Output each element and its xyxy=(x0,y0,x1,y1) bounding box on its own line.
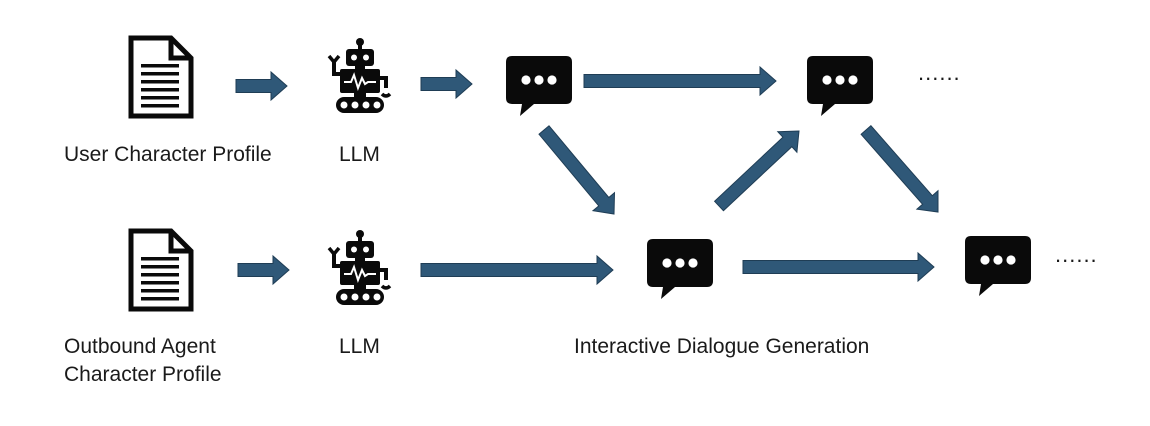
arrows-group xyxy=(235,65,939,286)
robot-icon xyxy=(327,228,392,307)
flow-arrow xyxy=(742,251,935,283)
flow-arrow xyxy=(713,130,800,212)
agent-profile-label-line1: Outbound Agent xyxy=(64,335,216,358)
flow-arrow xyxy=(538,125,616,215)
document-icon xyxy=(131,38,191,116)
flow-arrow xyxy=(420,254,614,286)
llm-bottom-label: LLM xyxy=(339,335,380,358)
ellipsis-bottom: ...... xyxy=(1055,242,1098,267)
robot-icon xyxy=(327,36,392,115)
flow-arrow xyxy=(583,65,777,97)
document-icon xyxy=(131,231,191,309)
agent-profile-label-line2: Character Profile xyxy=(64,363,222,386)
speech-bubble-icon xyxy=(647,239,713,299)
flow-arrow xyxy=(237,254,290,286)
flow-arrow xyxy=(860,124,939,213)
speech-bubble-icon xyxy=(807,56,873,116)
flow-arrow xyxy=(235,70,288,102)
agent-profile-label: Outbound Agent Character Profile xyxy=(64,333,222,389)
ellipsis-top: ...... xyxy=(918,60,961,85)
user-profile-label: User Character Profile xyxy=(64,143,272,166)
flow-arrow xyxy=(420,68,473,100)
speech-bubble-icon xyxy=(506,56,572,116)
llm-top-label: LLM xyxy=(339,143,380,166)
speech-bubble-icon xyxy=(965,236,1031,296)
generation-label: Interactive Dialogue Generation xyxy=(574,335,870,358)
